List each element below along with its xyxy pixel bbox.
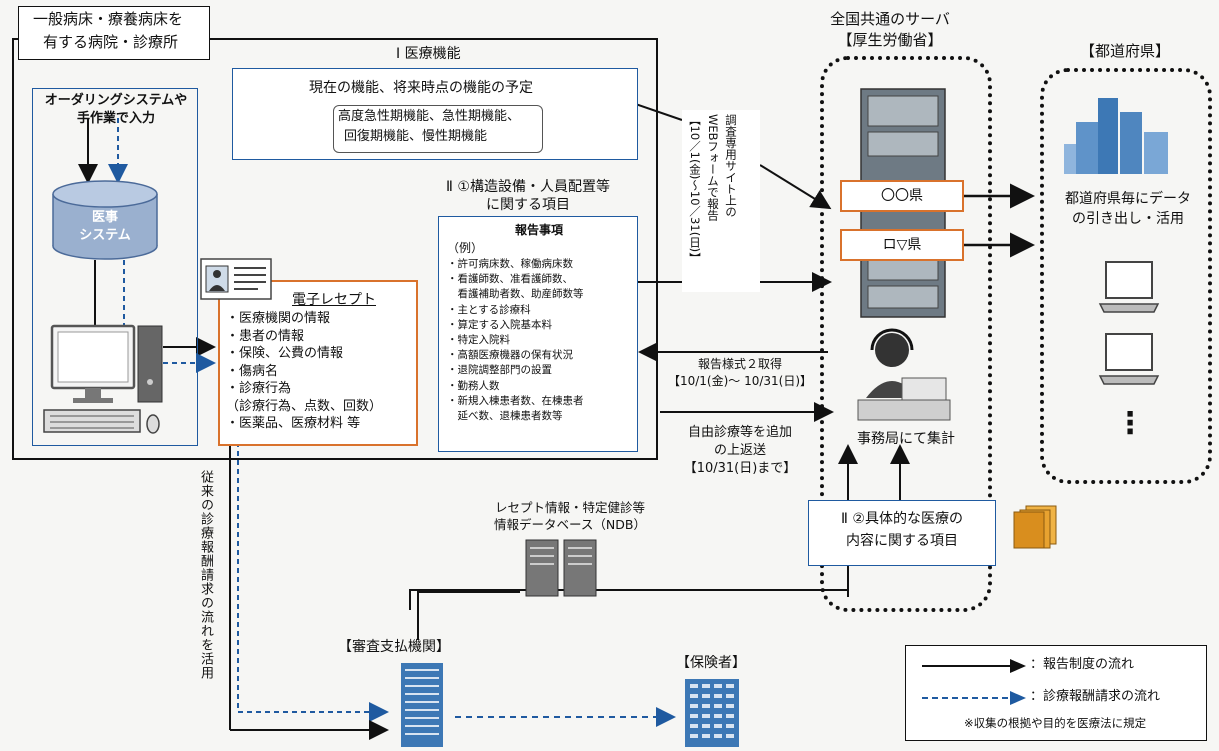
pref-server-1-label: 〇〇県 [881,188,923,204]
pref-server-2-label: ロ▽県 [882,237,922,253]
struct-report-box: 報告事項 （例） ・許可病床数、稼働病床数・看護師数、准看護師数、 看護補助者数… [438,216,638,452]
receipt-item: ・医薬品、医療材料 等 [226,416,361,431]
struct-title-line1: Ⅱ ①構造設備・人員配置等 [446,179,610,195]
legend-claim-flow: ：診療報酬請求の流れ [1030,689,1161,704]
city-buildings-icon [1064,98,1168,174]
struct-item: 延べ数、退棟患者数等 [447,410,563,423]
laptop-icon [1098,261,1160,313]
receipt-box [218,280,418,446]
legend-arrows-icon [922,659,1026,705]
more-dots: ⋮ [1115,406,1145,441]
func-section-box: 現在の機能、将来時点の機能の予定 高度急性期機能、急性期機能、 回復期機能、慢性… [232,68,638,160]
survey-line3: 【10／1(金)～10／31(日)】 [688,114,702,264]
struct-item: ・勤務人数 [447,379,500,392]
insurer-title: 【保険者】 [676,655,746,671]
laptop-icon [1098,333,1160,385]
ndb-label-line2: 情報データベース（NDB） [494,517,646,532]
operator-icon [857,328,951,421]
item2-line2: 内容に関する項目 [846,533,958,549]
hospital-title-line2: 有する病院・診療所 [43,33,179,51]
struct-doc-title: 報告事項 [514,223,563,237]
receipt-item: ・診療行為 [226,381,292,396]
struct-item: ・高額医療機器の保有状況 [447,349,573,362]
receipt-title: 電子レセプト [292,292,376,308]
server-title-line2: 【厚生労働省】 [837,31,943,49]
insurer-building-icon [685,679,739,747]
survey-line1: 調査専用サイト上の [724,114,738,218]
free-label-line3: 【10/31(日)まで】 [683,461,797,476]
struct-item: ・新規入棟患者数、在棟患者 [447,394,584,407]
prefecture-caption-line2: の引き出し・活用 [1072,211,1184,227]
free-label-line2: の上返送 [713,443,766,458]
ehr-label-line1: 医事 [91,210,118,225]
struct-item: ・主とする診療科 [447,303,531,316]
prefecture-dotted-frame [1040,68,1212,484]
pref-server-1: 〇〇県 [840,180,964,212]
func-sub-line2: 回復期機能、慢性期機能 [344,129,488,144]
receipt-card-icon [200,258,272,300]
free-label-line1: 自由診療等を追加 [687,425,792,440]
receipt-item: （診療行為、点数、回数） [226,398,383,414]
ndb-label-line1: レセプト情報・特定健診等 [494,500,645,515]
ordering-label-line2: 手作業で入力 [76,111,155,126]
receipt-item: ・患者の情報 [226,328,305,344]
office-label: 事務局にて集計 [857,431,955,447]
receipt-item: ・医療機関の情報 [226,311,331,326]
pref-server-2: ロ▽県 [840,229,964,261]
struct-item: ・許可病床数、稼働病床数 [447,258,573,270]
folders-icon [1013,505,1057,549]
flow-vertical-text: 従来の診療報酬請求の流れを活用 [198,470,213,680]
report2-label-line1: 報告様式２取得 [697,357,782,371]
legend-note: ※収集の根拠や目的を医療法に規定 [964,716,1147,730]
hospital-title-box: 一般病床・療養病床を 有する病院・診療所 [18,6,210,60]
receipt-item: ・傷病名 [226,363,279,379]
review-title: 【審査支払機関】 [338,639,450,655]
struct-item: ・特定入院料 [447,334,510,347]
prefecture-caption-line1: 都道府県毎にデータ [1065,191,1191,207]
func-main-text: 現在の機能、将来時点の機能の予定 [309,80,533,96]
struct-item: ・算定する入院基本料 [447,318,552,331]
item2-line1: Ⅱ ②具体的な医療の [841,511,963,527]
receipt-items-list: ・医療機関の情報・患者の情報・保険、公費の情報・傷病名・診療行為 （診療行為、点数… [226,310,382,433]
survey-text: 調査専用サイト上の WEBフォームで報告 【10／1(金)～10／31(日)】 [686,114,740,290]
hospital-frame [12,38,658,460]
computer-icon [43,324,163,434]
server-dotted-frame [820,56,992,612]
review-building-icon [401,663,443,747]
ndb-server-icon [525,539,597,597]
prefecture-title: 【都道府県】 [1079,42,1170,60]
report2-label-line2: 【10/1(金)～ 10/31(日)】 [667,374,813,388]
struct-example: （例） [447,241,484,255]
ordering-label-line1: オーダリングシステムや [44,93,188,108]
func-section-title: Ⅰ 医療機能 [396,46,461,62]
struct-items-list: ・許可病床数、稼働病床数・看護師数、准看護師数、 看護補助者数、助産師数等・主と… [447,257,584,424]
ehr-label-line2: システム [79,228,131,243]
struct-title-line2: に関する項目 [486,197,570,213]
func-sub-box: 高度急性期機能、急性期機能、 回復期機能、慢性期機能 [333,105,543,153]
legend-report-flow: ：報告制度の流れ [1030,657,1135,672]
hospital-system-box [32,88,198,446]
survey-box [682,110,760,292]
hospital-title-line1: 一般病床・療養病床を [33,10,184,28]
struct-item: ・退院調整部門の設置 [447,364,552,377]
server-title-line1: 全国共通のサーバ [830,10,950,28]
struct-item: 看護補助者数、助産師数等 [447,288,584,301]
item2-box: Ⅱ ②具体的な医療の 内容に関する項目 [808,500,996,566]
receipt-item: ・保険、公費の情報 [226,346,344,361]
database-icon [52,180,158,260]
legend-box: ：報告制度の流れ ：診療報酬請求の流れ ※収集の根拠や目的を医療法に規定 [905,645,1207,741]
struct-item: ・看護師数、准看護師数、 [447,273,573,286]
survey-line2: WEBフォームで報告 [706,114,720,222]
func-sub-line1: 高度急性期機能、急性期機能、 [338,109,521,124]
